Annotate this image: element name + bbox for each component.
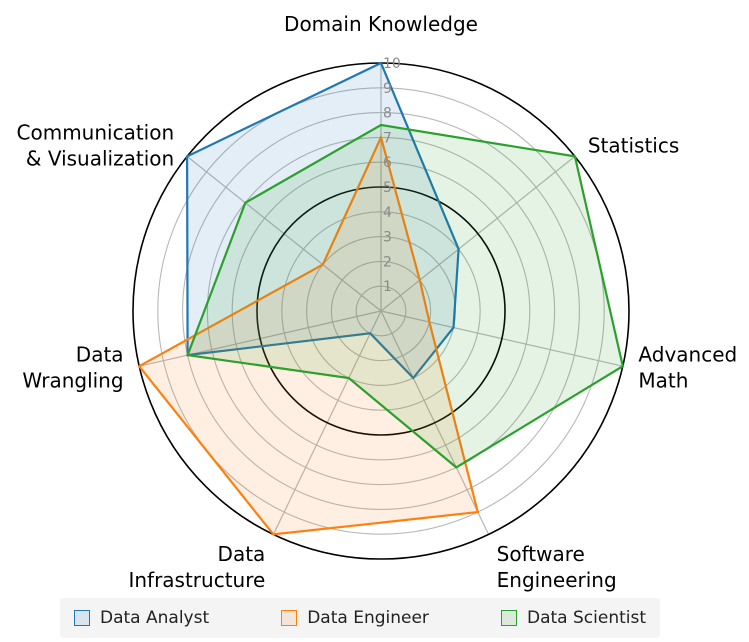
tick-label-5: 5 [383, 180, 392, 196]
tick-label-6: 6 [383, 155, 392, 171]
grid-ring-2 [330, 260, 432, 362]
series-data-analyst [185, 61, 460, 380]
radar-grid [132, 62, 630, 560]
axis-label-line: Communication [17, 121, 175, 145]
tick-label-4: 4 [383, 205, 392, 221]
legend-item-data-scientist[interactable]: Data Scientist [501, 608, 646, 628]
radar-chart: 1 2 3 4 5 6 7 8 9 10 Domain KnowledgeStatisticsAd… [17, 12, 738, 592]
axis-label-domain-knowledge: Domain Knowledge [284, 12, 478, 36]
legend-swatch-data-analyst [74, 610, 90, 626]
legend-item-data-engineer[interactable]: Data Engineer [281, 608, 429, 628]
tick-label-10: 10 [383, 56, 401, 72]
series-data-scientist [186, 123, 625, 469]
axis-label-line: Math [638, 368, 688, 392]
axis-label-communication-and-visualization: Communication& Visualization [17, 121, 175, 171]
axis-label-line: Data [218, 542, 266, 566]
grid-ring-9 [157, 87, 605, 535]
legend-label-data-analyst: Data Analyst [100, 608, 210, 628]
tick-label-9: 9 [383, 81, 392, 97]
radial-tick-labels: 1 2 3 4 5 6 7 8 9 10 [383, 56, 401, 295]
axis-label-line: Advanced [638, 342, 737, 366]
axis-label-line: Infrastructure [128, 568, 265, 592]
grid-ring-4 [281, 211, 481, 411]
axis-label-line: Data [76, 342, 124, 366]
axis-label-statistics: Statistics [588, 134, 679, 158]
axis-label-line: Software [497, 542, 585, 566]
axis-label-line: Engineering [497, 568, 617, 592]
legend-swatch-data-scientist [501, 610, 517, 626]
grid-ring-5 [256, 186, 506, 436]
axis-label-line: Domain Knowledge [284, 12, 478, 36]
axis-label-line: Wrangling [22, 368, 123, 392]
tick-label-1: 1 [383, 279, 392, 295]
tick-label-2: 2 [383, 254, 392, 270]
tick-label-7: 7 [383, 130, 392, 146]
legend-label-data-engineer: Data Engineer [307, 608, 429, 628]
grid-ring-6 [231, 161, 531, 461]
tick-label-8: 8 [383, 106, 392, 122]
legend-item-data-analyst[interactable]: Data Analyst [74, 608, 209, 628]
axis-label-line: Statistics [588, 134, 679, 158]
axis-label-line: & Visualization [26, 147, 174, 171]
legend-label-data-scientist: Data Scientist [527, 608, 646, 628]
legend: Data Analyst Data Engineer Data Scientis… [60, 598, 660, 638]
legend-swatch-data-engineer [281, 610, 298, 626]
series-data-engineer [137, 134, 480, 536]
series-layer [137, 61, 625, 536]
tick-label-3: 3 [383, 230, 392, 246]
grid-ring-1 [355, 285, 407, 337]
grid-ring-8 [182, 112, 580, 510]
